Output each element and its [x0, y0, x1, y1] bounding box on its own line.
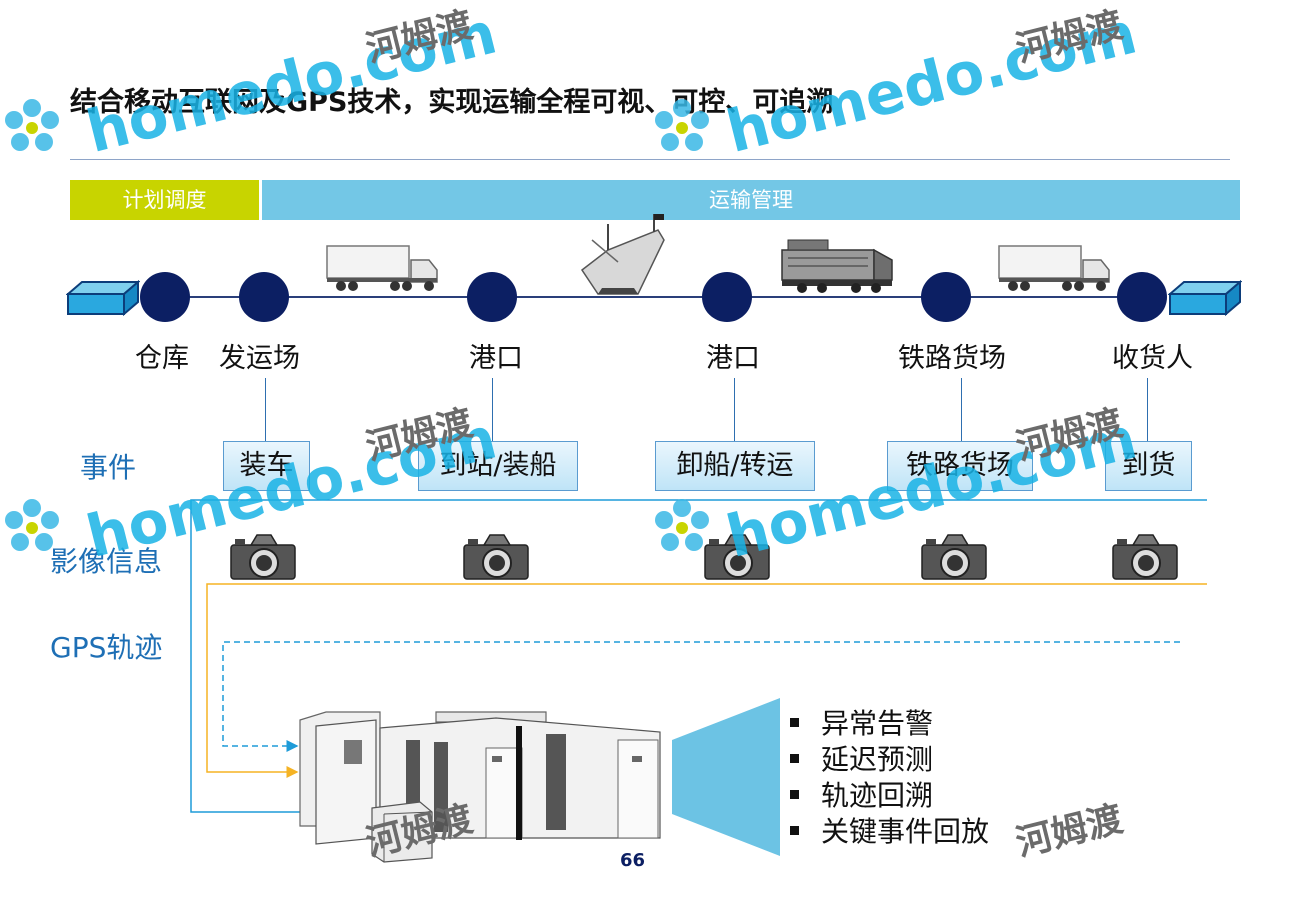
output-funnel	[672, 698, 780, 856]
origin-box-icon	[66, 279, 140, 317]
truck-icon	[326, 245, 438, 291]
server-icon	[299, 711, 661, 863]
node-rail-yard	[921, 272, 971, 322]
event-connector	[961, 378, 962, 441]
node-label-warehouse: 仓库	[135, 343, 189, 374]
camera-icon	[921, 534, 987, 580]
event-connector	[1147, 378, 1148, 441]
phase-plan: 计划调度	[70, 180, 259, 220]
node-label-port-2: 港口	[706, 343, 760, 374]
event-loading: 装车	[223, 441, 310, 491]
list-item: 延迟预测	[790, 742, 989, 778]
event-arrival-shipping: 到站/装船	[418, 441, 578, 491]
event-connector	[265, 378, 266, 441]
node-label-consignee: 收货人	[1112, 343, 1193, 374]
event-connector	[734, 378, 735, 441]
node-port-1	[467, 272, 517, 322]
camera-icon	[230, 534, 296, 580]
truck-icon	[998, 245, 1110, 291]
row-label-gps: GPS轨迹	[50, 631, 163, 664]
node-consignee	[1117, 272, 1167, 322]
node-port-2	[702, 272, 752, 322]
event-connector	[492, 378, 493, 441]
camera-icon	[704, 534, 770, 580]
event-unload-transfer: 卸船/转运	[655, 441, 815, 491]
node-label-departure-yard: 发运场	[219, 343, 300, 374]
event-delivered: 到货	[1105, 441, 1192, 491]
node-warehouse	[140, 272, 190, 322]
camera-icon	[1112, 534, 1178, 580]
list-item: 异常告警	[790, 706, 989, 742]
title-divider	[70, 159, 1230, 160]
event-rail-yard: 铁路货场	[887, 441, 1033, 491]
ship-icon	[580, 214, 665, 295]
list-item: 关键事件回放	[790, 814, 989, 850]
train-icon	[781, 239, 893, 293]
watermark-flower-icon	[5, 499, 59, 551]
route-line	[165, 296, 1140, 298]
destination-box-icon	[1168, 279, 1242, 317]
list-item: 轨迹回溯	[790, 778, 989, 814]
node-label-port-1: 港口	[469, 343, 523, 374]
camera-icon	[463, 534, 529, 580]
analysis-capabilities-list: 异常告警 延迟预测 轨迹回溯 关键事件回放	[790, 706, 989, 850]
row-label-events: 事件	[80, 451, 137, 484]
node-departure-yard	[239, 272, 289, 322]
watermark-flower-icon	[655, 99, 709, 151]
watermark-flower-icon	[655, 499, 709, 551]
watermark-flower-icon	[5, 99, 59, 151]
page-title: 结合移动互联网及GPS技术，实现运输全程可视、可控、可追溯	[70, 87, 834, 118]
phase-transport: 运输管理	[262, 180, 1240, 220]
row-label-images: 影像信息	[50, 545, 163, 578]
node-label-rail-yard: 铁路货场	[898, 343, 1006, 374]
page-number: 66	[620, 850, 646, 871]
